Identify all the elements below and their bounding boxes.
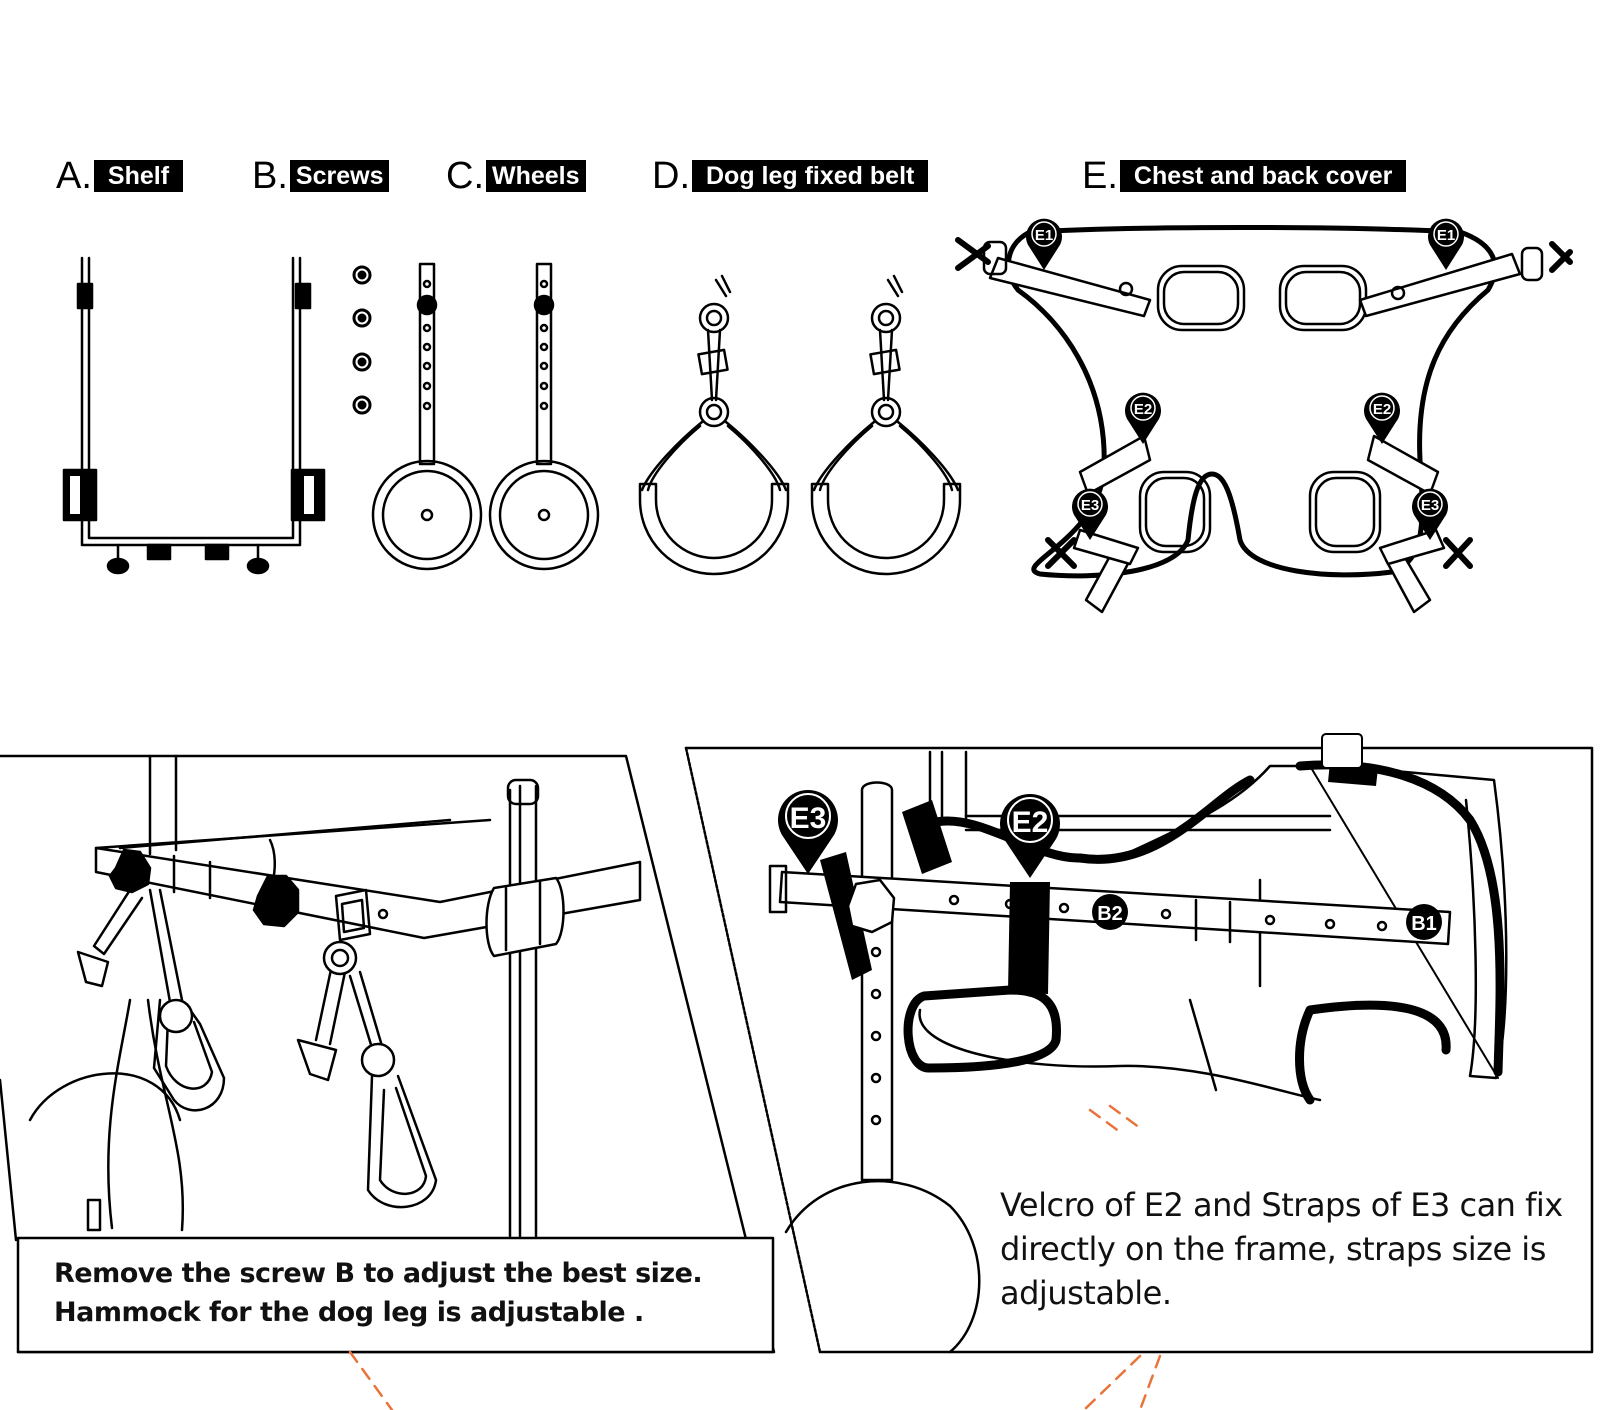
screws-illustration	[352, 265, 372, 415]
caption-screw-adjustment: Remove the screw B to adjust the best si…	[54, 1254, 703, 1332]
leg-belt-left-illustration	[638, 274, 790, 576]
chest-back-cover-illustration	[955, 225, 1573, 614]
pin-label: E1	[1437, 227, 1455, 244]
pin-marker-e3-left: E3	[1072, 488, 1108, 540]
part-letter: A.	[56, 155, 92, 197]
part-label-d: D. Dog leg fixed belt	[652, 155, 929, 197]
part-label-c: C. Wheels	[446, 155, 586, 197]
screw-marker-label: B1	[1411, 913, 1437, 935]
part-letter: C.	[446, 155, 484, 197]
caption-line: Velcro of E2 and Straps of E3 can fix	[1000, 1186, 1563, 1224]
caption-line: directly on the frame, straps size is	[1000, 1230, 1546, 1268]
pin-label: E3	[1421, 497, 1439, 514]
wheel-right-illustration	[488, 262, 600, 571]
part-name-dog-leg-fixed-belt: Dog leg fixed belt	[692, 160, 929, 192]
part-name-wheels: Wheels	[486, 160, 586, 192]
part-label-a: A. Shelf	[56, 155, 184, 197]
pin-marker-e2-right: E2	[1364, 392, 1400, 444]
part-name-screws: Screws	[289, 160, 390, 192]
caption-line: Remove the screw B to adjust the best si…	[54, 1258, 703, 1289]
pin-marker-e3-right: E3	[1412, 488, 1448, 540]
part-name-chest-and-back-cover: Chest and back cover	[1119, 160, 1407, 192]
part-letter: D.	[652, 155, 690, 197]
part-label-b: B. Screws	[252, 155, 390, 197]
pin-marker-e2-large: E2	[1000, 794, 1060, 878]
pin-marker-e3-large: E3	[778, 789, 838, 874]
pin-label: E3	[790, 802, 827, 835]
left-detail-panel	[0, 754, 776, 1410]
screw-knob-icon	[108, 848, 300, 928]
part-letter: E.	[1082, 155, 1118, 197]
velcro-strap-icon	[820, 762, 1378, 994]
pin-label: E2	[1373, 401, 1391, 418]
shelf-frame-illustration	[62, 256, 326, 575]
wheel-left-illustration	[371, 262, 483, 571]
part-letter: B.	[252, 155, 288, 197]
caption-velcro-straps: Velcro of E2 and Straps of E3 can fix di…	[1000, 1183, 1590, 1315]
pin-label: E3	[1081, 497, 1099, 514]
frame-knob-icon	[846, 878, 896, 934]
pin-label: E2	[1134, 401, 1152, 418]
harness-handle-icon	[1321, 733, 1363, 769]
leg-belt-right-illustration	[810, 274, 962, 576]
screw-marker-b1: B1	[1406, 904, 1442, 940]
pin-label: E1	[1035, 227, 1053, 244]
pin-marker-e1-right: E1	[1428, 218, 1464, 270]
caption-line: adjustable.	[1000, 1274, 1172, 1312]
screw-marker-label: B2	[1097, 903, 1123, 925]
pin-marker-e1-left: E1	[1026, 218, 1062, 270]
pin-label: E2	[1012, 806, 1049, 839]
screw-marker-b2: B2	[1092, 894, 1128, 930]
caption-line: Hammock for the dog leg is adjustable .	[54, 1297, 644, 1328]
part-label-e: E. Chest and back cover	[1082, 155, 1407, 197]
pin-marker-e2-left: E2	[1125, 392, 1161, 444]
part-name-shelf: Shelf	[93, 160, 184, 192]
